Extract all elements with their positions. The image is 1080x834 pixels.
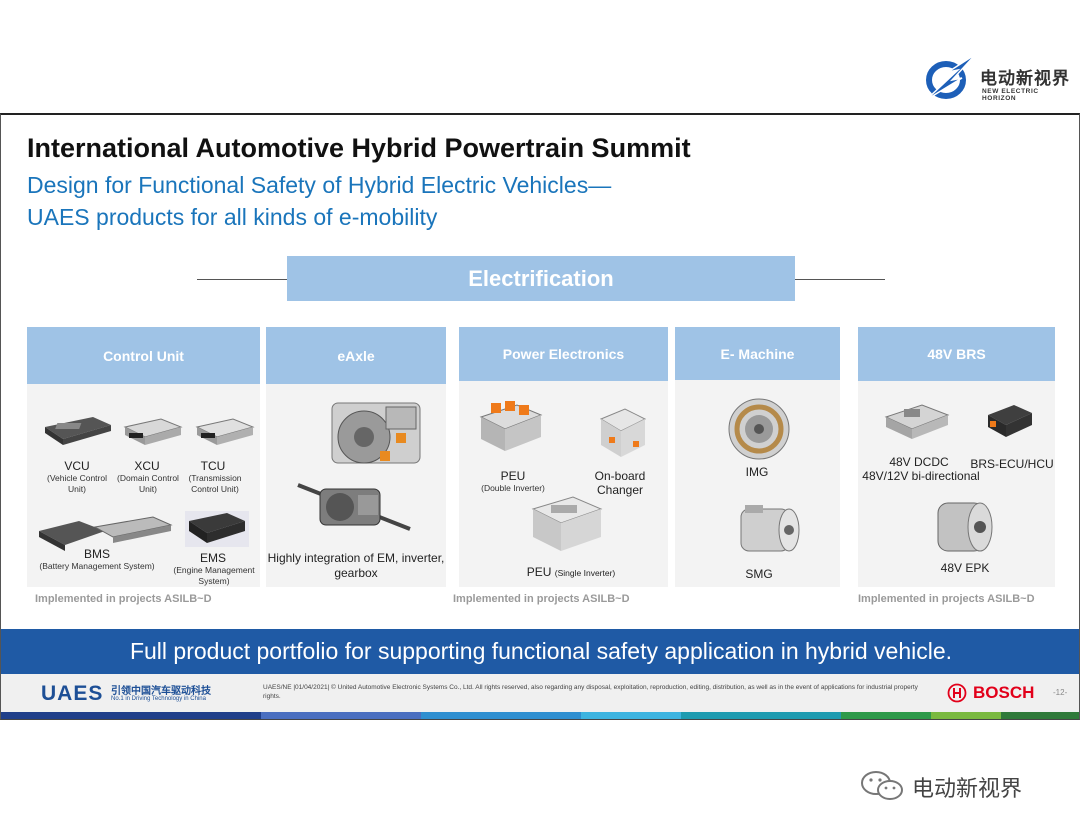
peu-single-desc: (Single Inverter) [554,568,616,578]
peu-single-name: PEU [526,565,552,579]
slide-footer: UAES 引领中国汽车驱动科技 No.1 in Driving Technolo… [1,674,1079,719]
img-image [725,395,793,463]
dcdc-label: 48V DCDC [889,455,949,469]
xcu-desc: (Domain Control Unit) [117,473,179,494]
img-label: IMG [745,465,769,479]
watermark-text: 电动新视界 [912,777,1023,802]
ems-label: EMS [199,551,226,565]
smg-label: SMG [745,567,773,581]
brand-logo-icon [918,50,980,106]
epk-image [930,495,996,557]
xcu-image [121,415,185,447]
implemented-label-3: Implemented in projects ASILB~D [858,593,1035,605]
smg-image [731,499,803,559]
divider-left [197,279,287,280]
brand-name-en: NEW ELECTRIC HORIZON [982,88,1039,102]
slide: International Automotive Hybrid Powertra… [0,113,1080,720]
column-header: Control Unit [27,327,260,384]
uaes-logo: UAES [41,682,104,705]
peu-single-image [529,489,605,555]
subtitle-line-1: Design for Functional Safety of Hybrid E… [27,172,612,198]
eaxle-image-2 [296,475,412,539]
implemented-label-2: Implemented in projects ASILB~D [453,593,630,605]
bosch-wordmark: BOSCH [973,683,1035,702]
tcu-desc: (Transmission Control Unit) [188,473,242,494]
eaxle-image-1 [324,393,428,479]
epk-label: 48V EPK [940,561,990,575]
column-header: E- Machine [675,327,840,380]
vcu-desc: (Vehicle Control Unit) [46,473,107,494]
dcdc-image [882,399,952,443]
peu-label: PEU [500,469,526,483]
bms-image [35,515,175,555]
bosch-logo-icon [947,683,967,703]
peu-single-label: PEU (Single Inverter) [501,565,641,580]
brand-name-cn: 电动新视界 [980,69,1070,89]
portfolio-banner: Full product portfolio for supporting fu… [1,629,1079,674]
vcu-image [41,413,113,447]
brs-ecu-label: BRS-ECU/HCU [970,457,1054,471]
dcdc-desc: 48V/12V bi-directional [862,469,980,483]
color-stripe [1,712,1079,719]
column-power-electronics: Power Electronics PEU (Double Inverter) … [459,327,668,587]
column-eaxle: eAxle Highly integration of EM, inverter… [266,327,446,587]
obc-label: On-board Changer [594,469,646,497]
column-header: Power Electronics [459,327,668,381]
column-e-machine: E- Machine IMG SMG [675,327,840,587]
vcu-label: VCU [64,459,90,473]
ems-image [183,509,251,549]
section-electrification: Electrification [287,256,795,301]
tcu-image [193,415,257,447]
slide-subtitle: Design for Functional Safety of Hybrid E… [27,169,611,233]
bms-label: BMS [83,547,110,561]
column-header: eAxle [266,327,446,384]
peu-desc: (Double Inverter) [481,483,545,493]
column-header: 48V BRS [858,327,1055,381]
page-number: -12- [1053,688,1068,697]
uaes-slogan-en: No.1 in Driving Technology in China [111,696,206,702]
obc-image [597,405,649,461]
brs-ecu-image [984,401,1036,443]
watermark: 电动新视界 [860,767,1050,807]
wechat-watermark-icon [860,769,904,803]
bms-desc: (Battery Management System) [39,561,155,571]
uaes-slogan-cn: 引领中国汽车驱动科技 [111,686,211,697]
xcu-label: XCU [134,459,160,473]
ems-desc: (Engine Management System) [173,565,255,586]
brand-header: 电动新视界 NEW ELECTRIC HORIZON [918,50,1073,106]
column-48v-brs: 48V BRS 48V DCDC 48V/12V bi-directional … [858,327,1055,587]
eaxle-desc: Highly integration of EM, inverter, gear… [267,551,445,580]
column-control-unit: Control Unit VCU (Vehicle Control Unit) … [27,327,260,587]
tcu-label: TCU [200,459,226,473]
implemented-label-1: Implemented in projects ASILB~D [35,593,212,605]
divider-right [795,279,885,280]
peu-double-image [477,397,545,455]
subtitle-line-2: UAES products for all kinds of e-mobilit… [27,204,438,230]
slide-title: International Automotive Hybrid Powertra… [27,133,691,163]
legal-notice: UAES/NE |01/04/2021| © United Automotive… [263,684,918,700]
